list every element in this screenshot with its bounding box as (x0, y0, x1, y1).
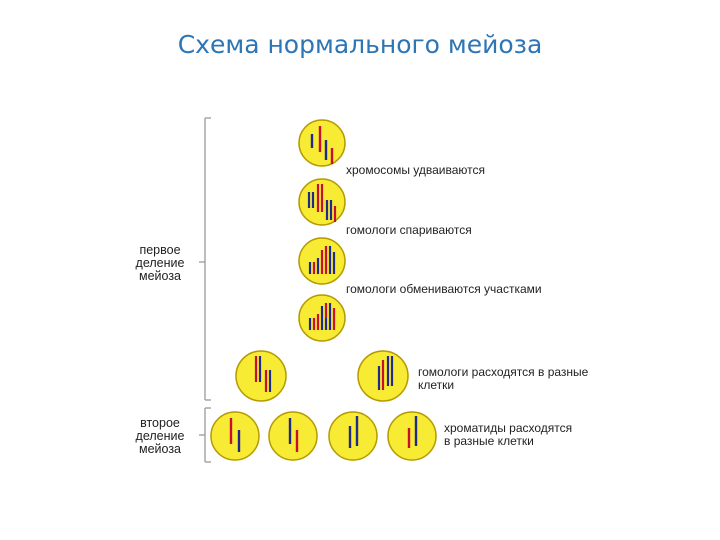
first-division-bracket (199, 118, 211, 400)
cell-stage-6-3 (329, 412, 377, 460)
first-division-line-3: мейоза (120, 270, 200, 283)
cell-stage-2 (299, 179, 345, 225)
step-label-homologs-separate: гомологи расходятся в разные клетки (418, 366, 588, 392)
cell-stage-3 (299, 238, 345, 284)
cell-stage-4 (299, 295, 345, 341)
step-label-homologs-separate-line-2: клетки (418, 379, 588, 392)
step-label-pairing-line-1: гомологи спариваются (346, 224, 472, 237)
cell-stage-1 (299, 120, 345, 166)
cell-stage-6-1 (211, 412, 259, 460)
step-label-chromatids-separate: хроматиды расходятся в разные клетки (444, 422, 572, 448)
second-division-line-3: мейоза (120, 443, 200, 456)
cell-stage-6-4 (388, 412, 436, 460)
step-label-crossing-over: гомологи обмениваются участками (346, 283, 542, 296)
cell-stage-6-2 (269, 412, 317, 460)
cell-stage-5-right (358, 351, 408, 401)
step-label-chromatids-separate-line-2: в разные клетки (444, 435, 572, 448)
step-label-pairing: гомологи спариваются (346, 224, 472, 237)
second-division-bracket (199, 408, 211, 462)
step-label-duplicate-line-1: хромосомы удваиваются (346, 164, 485, 177)
second-division-label: второе деление мейоза (120, 417, 200, 456)
step-label-duplicate: хромосомы удваиваются (346, 164, 485, 177)
cell-stage-5-left (236, 351, 286, 401)
first-division-label: первое деление мейоза (120, 244, 200, 283)
step-label-crossing-over-line-1: гомологи обмениваются участками (346, 283, 542, 296)
